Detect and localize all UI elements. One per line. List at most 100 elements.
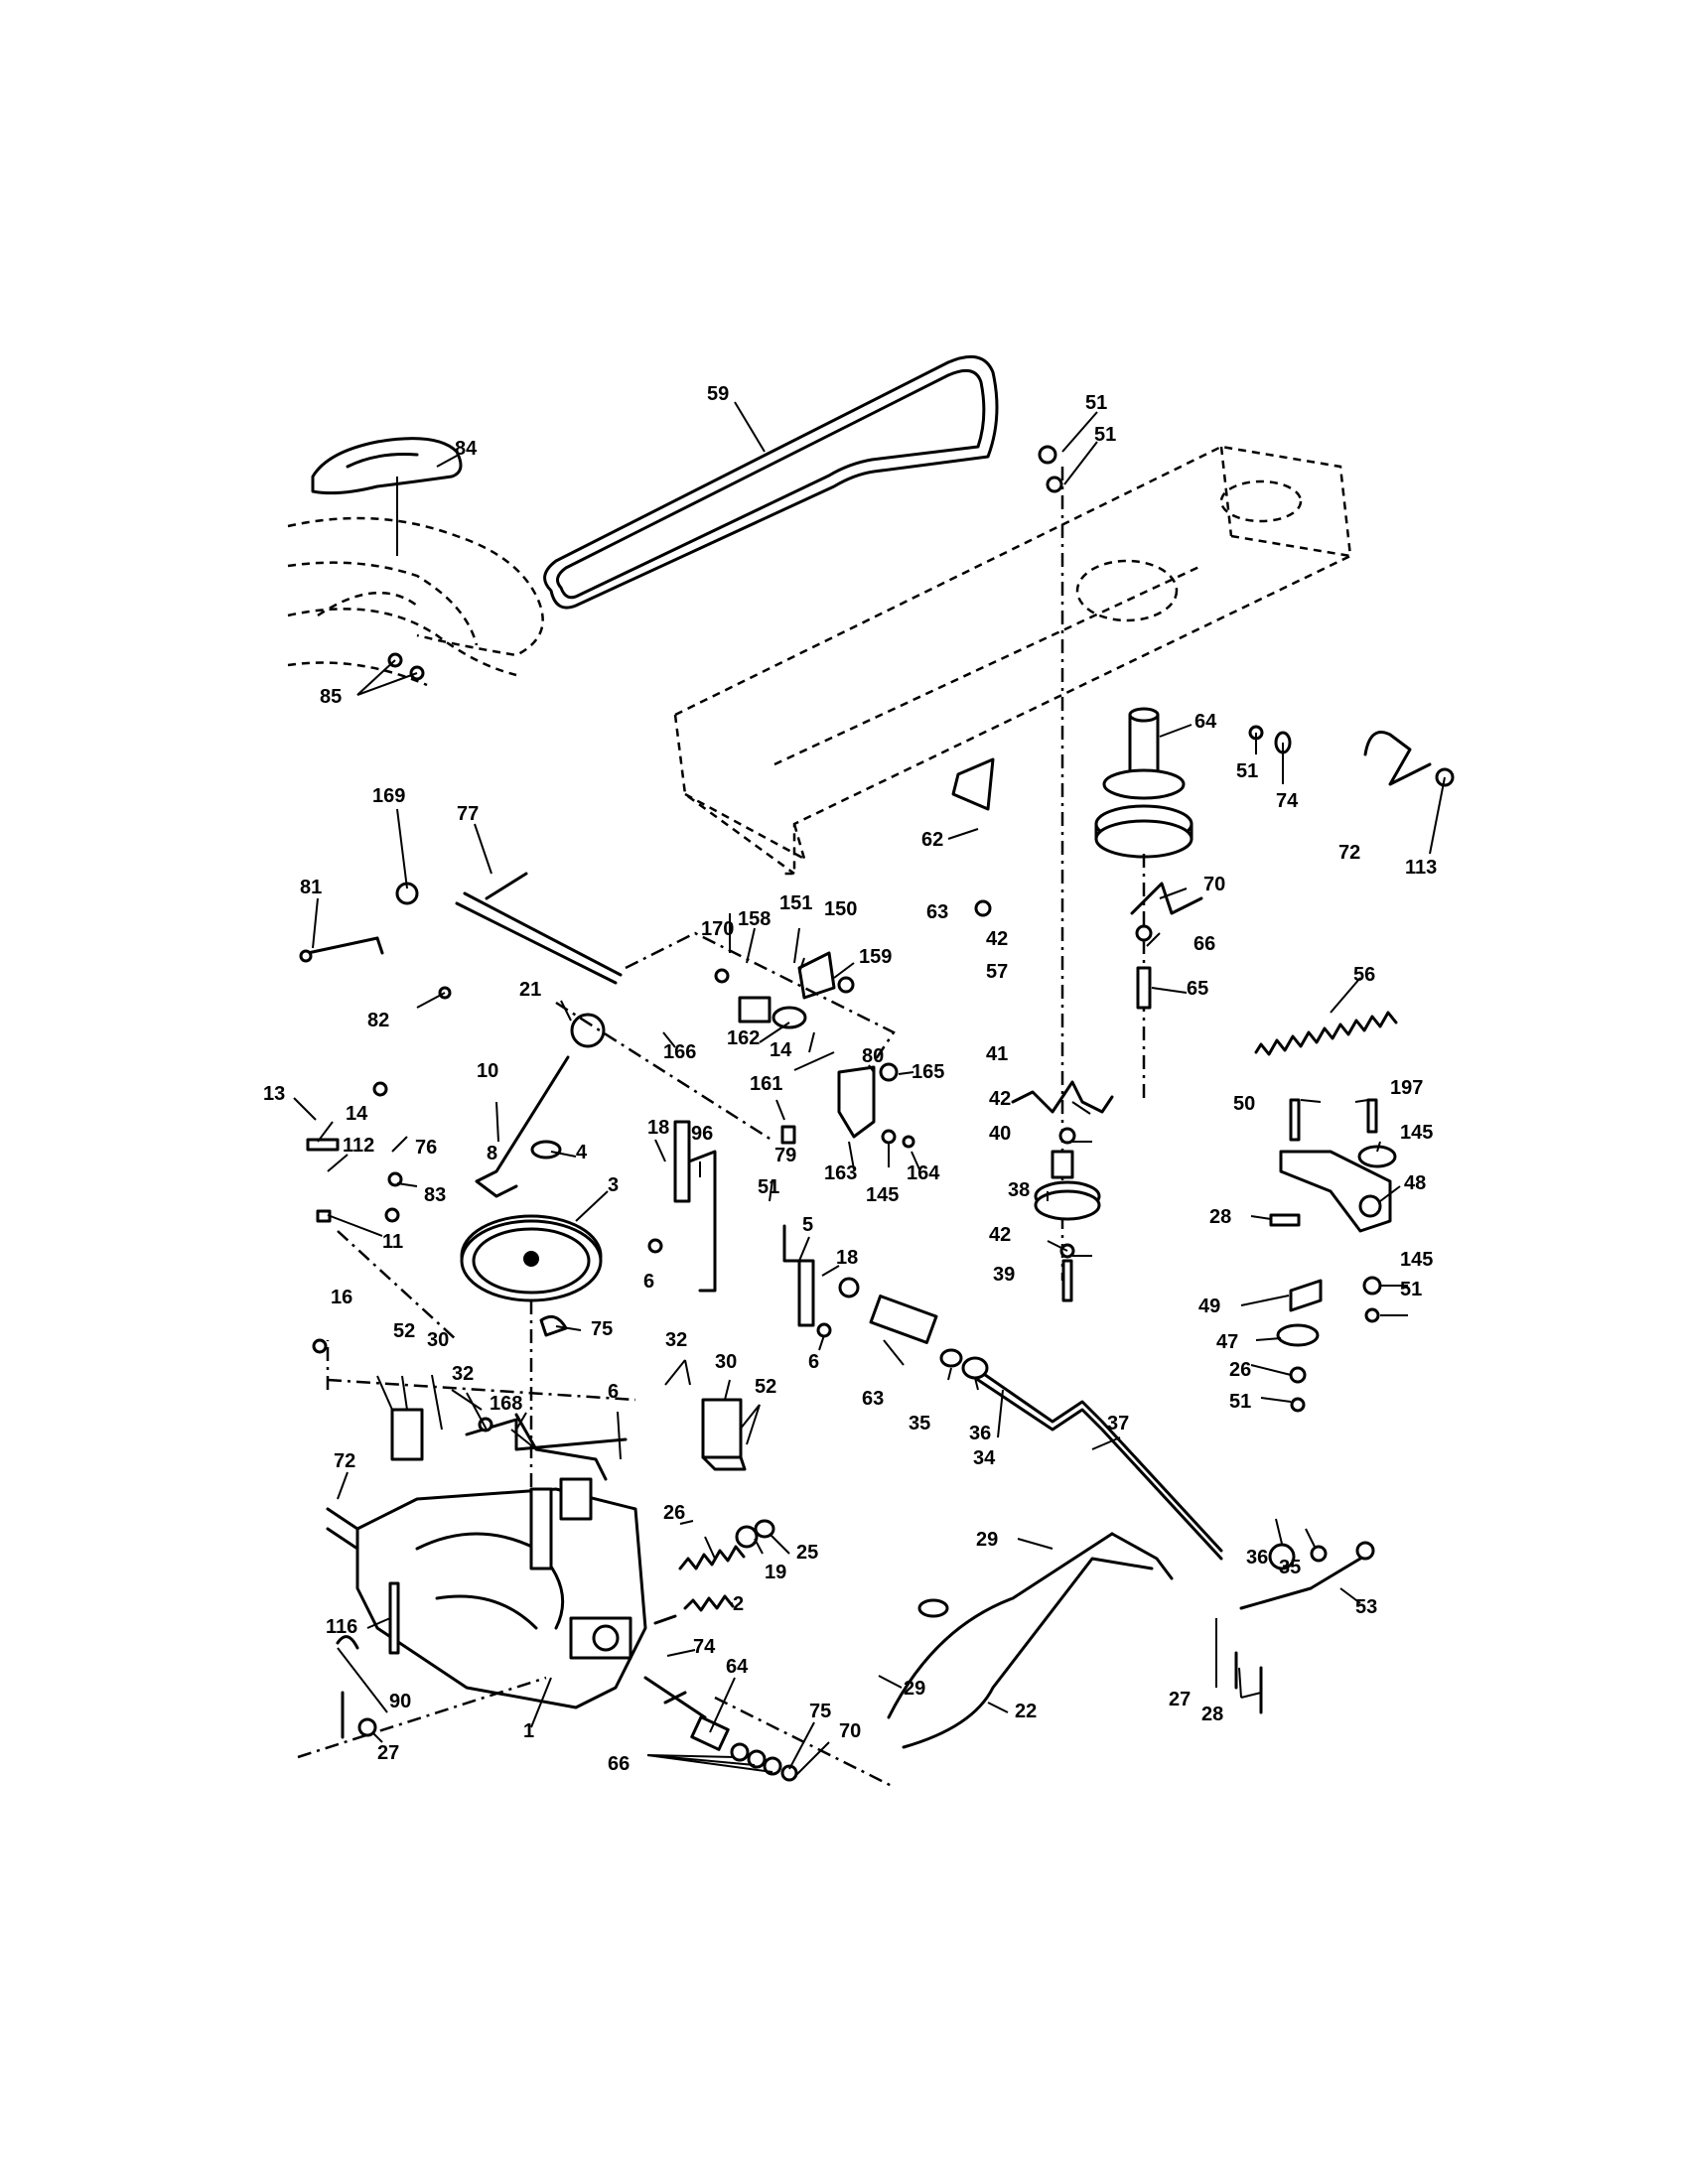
callout-76: 70 [839, 1720, 861, 1742]
callout-82: 79 [774, 1145, 796, 1166]
transmission-pulley [460, 1140, 603, 1509]
callout-64: 65 [1187, 978, 1208, 1000]
callout-72: 74 [1276, 790, 1299, 812]
callout-57: 59 [707, 383, 729, 405]
pulley-stack [1034, 467, 1193, 1302]
callout-21: 21 [519, 979, 541, 1001]
callout-202: 197 [1390, 1077, 1423, 1099]
callout-59: 62 [921, 829, 943, 851]
transaxle [297, 1230, 895, 1789]
callout-113: 96 [691, 1123, 713, 1145]
callout-11: 11 [382, 1231, 403, 1253]
callout-34: 34 [973, 1447, 996, 1469]
callout-29: 29 [904, 1678, 925, 1700]
shift-plate [311, 437, 463, 681]
callout-79: 75 [591, 1318, 613, 1340]
callout-77: 72 [334, 1450, 355, 1472]
callout-16: 16 [331, 1287, 352, 1308]
callout-81: 77 [457, 803, 479, 825]
callout-198: 170 [701, 918, 734, 940]
springs [678, 1011, 1398, 1612]
callout-26: 27 [377, 1742, 399, 1764]
callout-39: 39 [993, 1264, 1015, 1286]
callout-53: 53 [1355, 1596, 1377, 1618]
callout-32: 32 [665, 1329, 687, 1351]
callout-6: 6 [808, 1351, 819, 1373]
callout-13: 13 [263, 1083, 285, 1105]
callout-96: 90 [389, 1691, 411, 1712]
callout-151: 145 [1400, 1249, 1433, 1271]
callout-48: 48 [1404, 1172, 1426, 1194]
callout-51: 51 [1094, 424, 1116, 446]
callout-42: 42 [986, 928, 1008, 950]
callout-41: 41 [986, 1043, 1008, 1065]
callout-70: 72 [1338, 842, 1360, 864]
callout-52: 52 [393, 1320, 415, 1342]
callout-116: 113 [1405, 857, 1437, 879]
callout-61: 63 [926, 901, 948, 923]
callout-36: 36 [1246, 1547, 1268, 1569]
callout-197: 169 [372, 785, 405, 807]
callout-66: 70 [1203, 874, 1225, 895]
callout-145: 116 [326, 1616, 357, 1638]
callout-5: 5 [802, 1214, 813, 1236]
idler-bracket [1269, 1098, 1397, 1413]
callout-26: 26 [1229, 1359, 1251, 1381]
callout-19: 19 [765, 1562, 786, 1583]
rods [299, 872, 1375, 1749]
callout-56: 57 [986, 961, 1008, 983]
callout-170: 168 [490, 1393, 522, 1415]
callout-18: 18 [836, 1247, 858, 1269]
callout-156: 145 [866, 1184, 899, 1206]
callout-168: 165 [912, 1061, 944, 1083]
callout-6: 6 [643, 1271, 654, 1293]
callout-24: 25 [796, 1542, 818, 1564]
callout-63: 64 [1194, 711, 1217, 733]
callout-8: 8 [487, 1143, 497, 1164]
callout-32: 32 [452, 1363, 474, 1385]
callout-74: 64 [726, 1656, 749, 1678]
callout-84: 81 [300, 877, 322, 898]
callout-80: 76 [415, 1137, 437, 1159]
callout-27: 28 [1201, 1704, 1223, 1725]
callout-26: 27 [1169, 1689, 1191, 1710]
callout-50: 50 [1233, 1093, 1255, 1115]
callout-163: 161 [750, 1073, 782, 1095]
callout-90: 85 [320, 686, 342, 708]
callout-62: 63 [862, 1388, 884, 1410]
callout-49: 49 [1198, 1296, 1220, 1317]
callout-162: 159 [859, 946, 892, 968]
callout-3: 3 [608, 1174, 619, 1196]
callout-10: 10 [477, 1060, 498, 1082]
callout-labels: 59 84 51 51 85 64 51 74 72 113 62 70 63 … [263, 383, 1437, 1775]
callout-6: 6 [608, 1381, 619, 1403]
frame-outline [673, 445, 1352, 876]
callout-161: 158 [738, 908, 771, 930]
callout-14: 14 [346, 1103, 368, 1125]
callout-30: 30 [427, 1329, 449, 1351]
callout-51: 51 [1085, 392, 1107, 414]
callout-75: 66 [608, 1753, 630, 1775]
callout-35: 35 [909, 1413, 930, 1434]
callout-42: 42 [989, 1224, 1011, 1246]
callout-158: 150 [824, 898, 857, 920]
hood-outline [287, 516, 544, 687]
callout-166: 164 [907, 1162, 940, 1184]
callout-169: 166 [663, 1041, 696, 1063]
callout-89: 84 [455, 438, 478, 460]
callout-1: 1 [523, 1720, 534, 1742]
callout-28: 29 [976, 1529, 998, 1551]
callout-51: 51 [1236, 760, 1258, 782]
callout-55: 56 [1353, 964, 1375, 986]
callout-85: 83 [424, 1184, 446, 1206]
callout-52: 52 [755, 1376, 776, 1398]
callout-35: 35 [1279, 1557, 1301, 1578]
callout-85: 82 [367, 1010, 389, 1031]
callout-40: 40 [989, 1123, 1011, 1145]
callout-77: 74 [693, 1636, 716, 1658]
leader-lines [293, 401, 1446, 1778]
callout-164: 162 [727, 1027, 760, 1049]
callout-51: 51 [758, 1176, 779, 1198]
callout-83: 80 [862, 1045, 884, 1067]
